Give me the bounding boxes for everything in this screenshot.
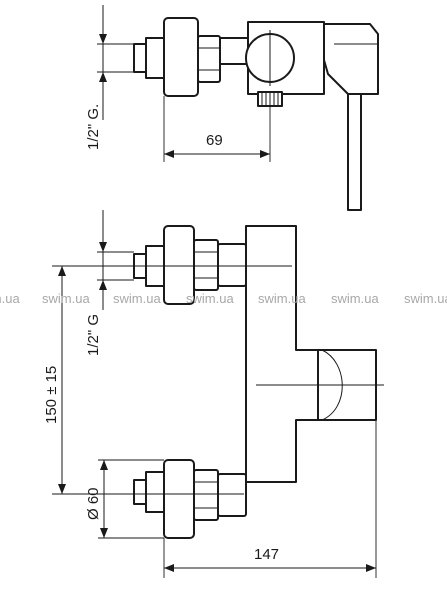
watermark-text: swim.ua (404, 291, 447, 306)
watermark-text: swim.ua (258, 291, 306, 306)
dimension-thread-top: 1/2" G. (85, 104, 102, 150)
top-view: 69 1/2" G. (85, 5, 379, 211)
dimension-diameter: Ø 60 (85, 487, 102, 520)
dimension-147: 147 (254, 546, 279, 563)
watermark-row: swim.ua swim.ua swim.ua swim.ua swim.ua … (0, 291, 447, 306)
front-view: 1/2" G 150 ± 15 Ø 60 147 (43, 210, 384, 578)
watermark-text: swim.ua (0, 291, 20, 306)
dimension-centers: 150 ± 15 (43, 366, 60, 424)
watermark-text: swim.ua (113, 291, 161, 306)
dimension-thread-front: 1/2" G (85, 314, 102, 356)
dimension-69: 69 (206, 132, 223, 149)
watermark-text: swim.ua (331, 291, 379, 306)
watermark-text: swim.ua (186, 291, 234, 306)
watermark-text: swim.ua (42, 291, 90, 306)
